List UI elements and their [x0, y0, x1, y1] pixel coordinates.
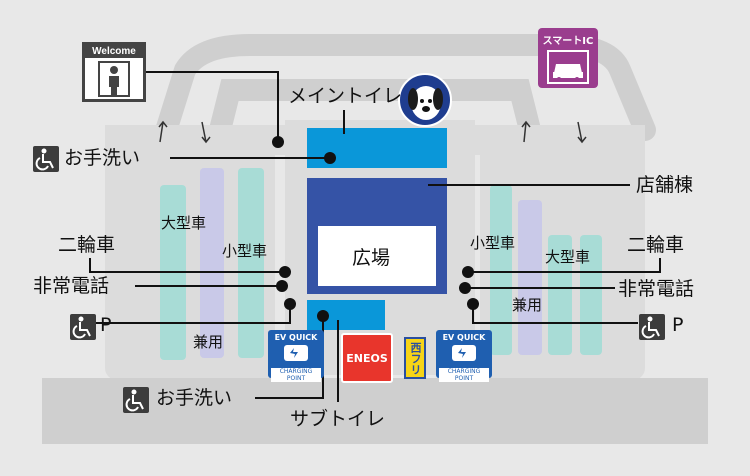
ev-title: EV QUICK: [442, 333, 486, 342]
shared-right-label: 兼用: [512, 296, 543, 314]
shared-left-label: 兼用: [193, 333, 224, 351]
wheelchair-icon: [639, 314, 665, 340]
nishi-fri-logo: 西フリ: [404, 337, 426, 379]
eneos-label: ENEOS: [346, 351, 388, 365]
top-loop-road: [149, 34, 656, 161]
wheelchair-icon: [123, 387, 149, 413]
handwash-top-label: お手洗い: [64, 147, 141, 169]
smart-ic-sign: スマートIC: [538, 28, 598, 88]
plaza-label: 広場: [352, 247, 391, 269]
parking-left-label: P: [100, 314, 112, 336]
parking-area-left: [105, 140, 275, 380]
smart-ic-label: スマートIC: [542, 36, 594, 47]
main-toilet-label: メイントイレ: [288, 85, 403, 107]
large-car-left-label: 大型車: [161, 214, 207, 232]
ev-charger-badge-left: EV QUICK CHARGING POINT: [268, 330, 324, 382]
car-icon: [547, 50, 589, 84]
road-network: [149, 34, 656, 161]
emergency-phone-left-label: 非常電話: [33, 275, 110, 297]
parking-stall: [490, 185, 512, 355]
sub-toilet-label: サブトイレ: [290, 408, 386, 430]
parking-stall: [518, 200, 542, 355]
parking-stall: [548, 235, 572, 355]
parking-stall: [580, 235, 602, 355]
wheelchair-icon: [70, 314, 96, 340]
small-car-right-label: 小型車: [470, 234, 516, 252]
ev-charger-badge-right: EV QUICK CHARGING POINT: [436, 330, 492, 382]
person-icon: [98, 61, 130, 97]
dog-mascot-icon: [398, 73, 452, 127]
motorcycle-right-label: 二輪車: [627, 234, 685, 256]
ev-title: EV QUICK: [274, 333, 318, 342]
ev-charger-icon: [452, 345, 476, 361]
welcome-sign: Welcome: [82, 42, 146, 102]
parking-right-label: P: [672, 314, 684, 336]
motorcycle-left-label: 二輪車: [58, 234, 116, 256]
ev-charger-icon: [284, 345, 308, 361]
main-road: [42, 378, 708, 444]
parking-stall: [200, 168, 224, 358]
inner-loop-road: [204, 79, 546, 161]
plaza-block: [318, 226, 436, 286]
ev-sub: CHARGING POINT: [439, 368, 489, 382]
eneos-logo: ENEOS: [341, 333, 393, 383]
emergency-phone-right-label: 非常電話: [618, 278, 695, 300]
large-car-right-label: 大型車: [545, 248, 591, 266]
wheelchair-icon: [33, 146, 59, 172]
nishi-fri-label: 西フリ: [409, 341, 422, 375]
shop-building-label: 店舗棟: [636, 174, 694, 196]
leader-lines: [89, 71, 661, 402]
ev-sub: CHARGING POINT: [271, 368, 321, 382]
welcome-label: Welcome: [85, 45, 143, 58]
direction-arrows: [158, 120, 587, 144]
leader-dots: [272, 136, 479, 322]
parking-stall: [238, 168, 264, 358]
small-car-left-label: 小型車: [222, 242, 268, 260]
handwash-bottom-label: お手洗い: [156, 387, 233, 409]
